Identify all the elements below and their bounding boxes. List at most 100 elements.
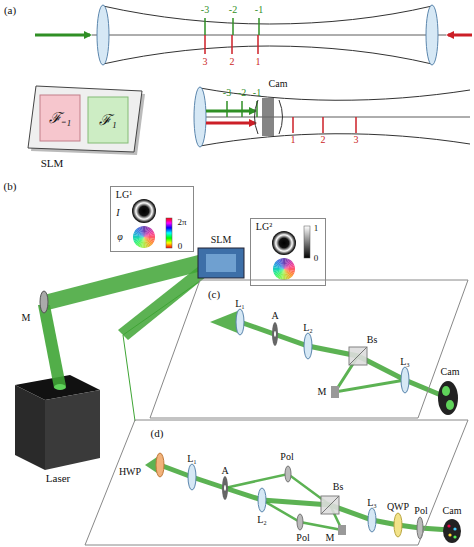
part-label: Cam: [441, 367, 460, 377]
phase-wheel: [144, 237, 150, 247]
slm-panel: SLMℱ₋₁ℱ₁: [28, 86, 144, 170]
color-bar: [166, 218, 172, 248]
phase-wheel: [280, 258, 284, 269]
quarter-wave-plate: [394, 513, 402, 537]
part-label: 1: [256, 57, 261, 67]
part-label: (a): [4, 5, 16, 16]
plane-tick: [258, 18, 260, 35]
leader-line: [123, 335, 135, 421]
laser-beam: [335, 356, 405, 392]
plane-tick: [231, 35, 233, 54]
beam-envelope: [200, 134, 470, 146]
beam-splitter: [349, 347, 367, 365]
part-label: L₁: [235, 299, 245, 309]
panel-frame: [150, 280, 468, 418]
part-label: L₁: [187, 454, 197, 464]
part-label: Cam: [269, 79, 288, 89]
laser-beam: [240, 322, 448, 398]
part-label: L₂: [303, 323, 313, 333]
lens: [426, 5, 438, 65]
part-label: Laser: [46, 473, 70, 484]
mirror: [338, 525, 346, 535]
camera-image: [442, 386, 450, 396]
beam-splitter: [349, 347, 367, 365]
camera-image: [448, 533, 451, 536]
node-heading: LG¹: [116, 190, 132, 200]
beam-arrow: [448, 34, 472, 37]
laser-beam: [160, 465, 450, 530]
axis-label: 0: [314, 254, 319, 263]
axis-label: 2π: [177, 218, 186, 227]
plane-tick: [226, 101, 228, 117]
part-label: L₃: [367, 498, 377, 508]
part-label: QWP: [387, 502, 409, 512]
node-outline: [150, 280, 470, 418]
aperture: [222, 476, 228, 500]
setup-panel: (c): [150, 280, 470, 418]
phase-wheel: [273, 269, 284, 273]
camera-image: [453, 535, 456, 538]
part-label: Bs: [367, 335, 378, 345]
part-label: Pol: [296, 533, 309, 543]
phase-wheel: [144, 235, 155, 237]
hologram-pane: ℱ₁: [88, 97, 128, 143]
phase-wheel: [134, 237, 144, 243]
optical-axis: [92, 35, 446, 36]
part-label: -3: [201, 5, 209, 15]
phase-wheel: [279, 259, 285, 269]
part-label: -2: [229, 5, 237, 15]
slm-device: [198, 248, 244, 278]
node-heading: (d): [151, 428, 164, 439]
hologram-pane-face: [40, 95, 80, 141]
part-label: Bs: [333, 482, 344, 492]
node-heading: ℱ₁: [99, 113, 116, 128]
polarizer: [285, 466, 291, 482]
phase-wheel: [284, 264, 294, 270]
axis-label: 1: [314, 224, 319, 233]
beam-arrow: [206, 122, 255, 125]
phase-wheel: [133, 237, 144, 241]
part-label: 3: [203, 57, 208, 67]
part-label: SLM: [211, 235, 232, 245]
part-label: -1: [255, 5, 263, 15]
camera-image: [446, 400, 454, 410]
lens: [368, 508, 376, 532]
phase-wheel: [140, 226, 144, 237]
phase-wheel: [284, 269, 290, 279]
beam-envelope: [103, 46, 432, 64]
mode-inset: LG²10: [250, 218, 326, 286]
half-wave-plate: [156, 453, 164, 477]
lens: [188, 464, 196, 490]
hologram-pane-face: [88, 97, 128, 143]
part-label: 1: [291, 135, 296, 145]
part-label: M: [22, 313, 31, 323]
node-heading: (c): [208, 289, 220, 300]
aperture-hole: [224, 485, 226, 491]
plane-tick: [232, 18, 234, 35]
panel-frame: [85, 420, 468, 545]
intensity-ring: [132, 199, 156, 223]
mirror: [331, 386, 339, 398]
phase-wheel: [144, 237, 148, 248]
color-bar: [304, 226, 310, 258]
part-label: L₂: [257, 515, 267, 525]
part-label: A: [221, 466, 228, 476]
part-label: Pol: [280, 452, 293, 462]
phase-wheel: [139, 227, 145, 237]
laser-body: [15, 385, 45, 470]
axis-label: 0: [178, 242, 183, 251]
phase-wheel: [273, 269, 284, 271]
lens: [401, 367, 409, 393]
inset-frame: [251, 219, 326, 286]
intensity-ring: [272, 231, 296, 255]
part-label: -3: [223, 88, 231, 98]
phase-wheel: [144, 233, 155, 237]
part-label: M: [318, 387, 327, 397]
polarizer: [297, 514, 303, 530]
part-label: (b): [4, 181, 17, 192]
phase-wheel: [284, 265, 295, 269]
part-label: 2: [230, 57, 235, 67]
plane-tick: [292, 117, 294, 133]
